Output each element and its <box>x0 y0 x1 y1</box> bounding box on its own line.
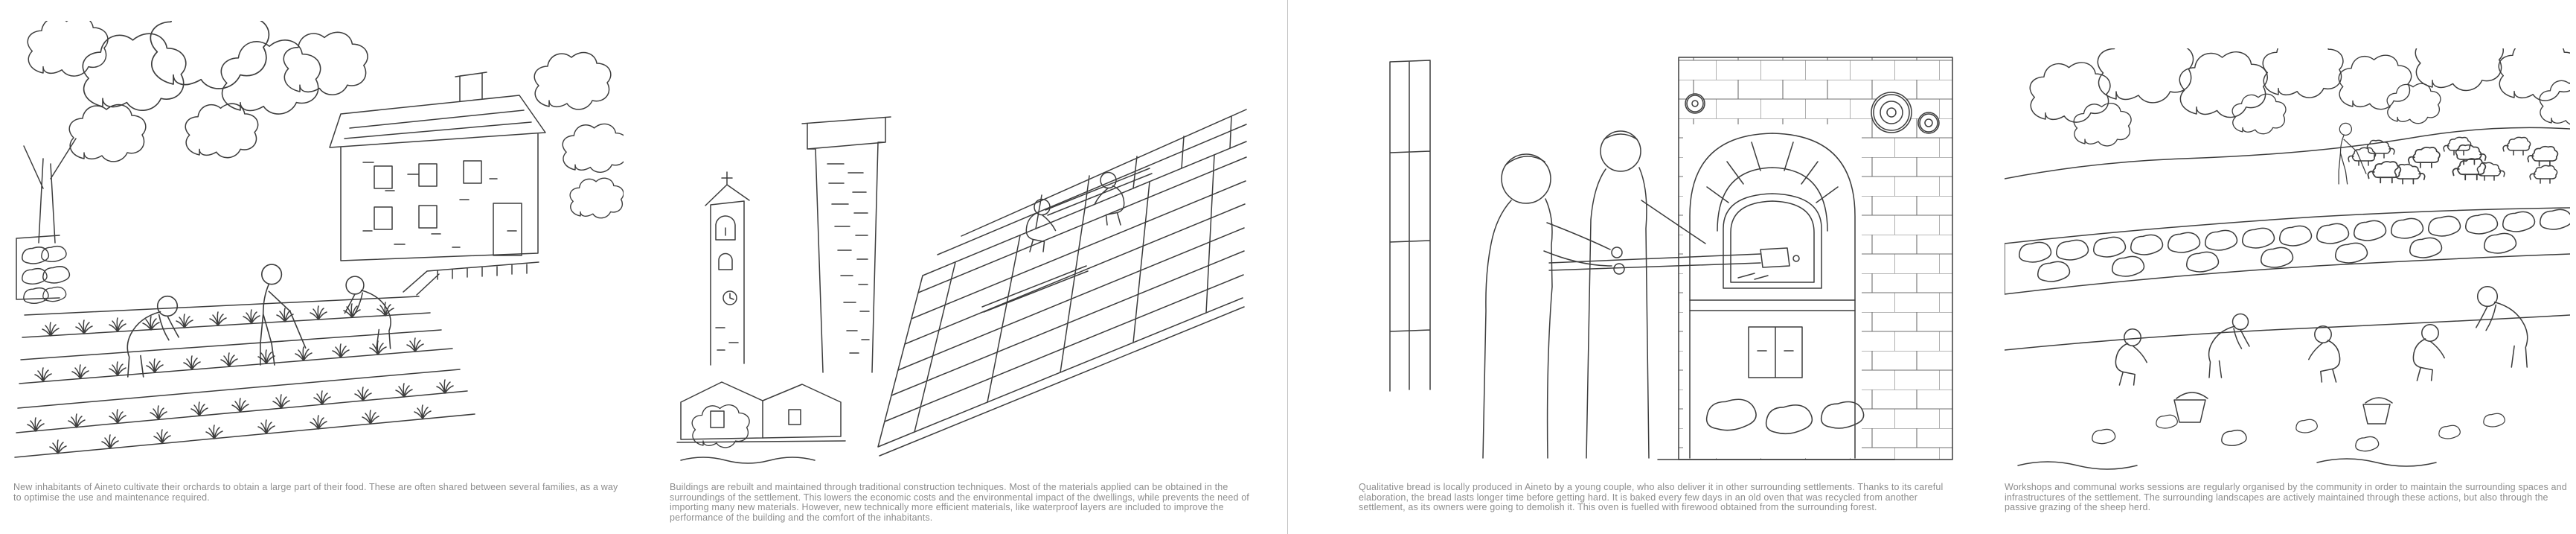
illustration-communal-works <box>2004 24 2576 470</box>
illustration-orchard-cultivation <box>14 0 629 458</box>
farmhouse <box>329 71 546 261</box>
caption-construction: Buildings are rebuilt and maintained thr… <box>670 482 1249 523</box>
roof-under-construction <box>877 109 1247 457</box>
page-divider <box>1287 0 1288 534</box>
bread-oven <box>1657 133 1895 460</box>
garden-rows <box>14 296 475 458</box>
ground <box>680 404 816 464</box>
caption-orchards: New inhabitants of Aineto cultivate thei… <box>13 482 618 503</box>
roof-planks <box>981 168 1153 313</box>
caption-communal: Workshops and communal works sessions ar… <box>2005 482 2567 512</box>
village-houses <box>676 381 846 443</box>
figure-shepherd <box>2338 122 2367 185</box>
figure-baker-behind <box>1586 130 1706 459</box>
figure-worker-5 <box>2475 285 2528 368</box>
oven-backdrop <box>1683 124 1862 458</box>
ground-lines <box>2017 458 2437 470</box>
foliage-group <box>23 0 629 244</box>
panel-construction <box>670 52 1250 473</box>
buckets <box>2173 392 2393 425</box>
stone-chimney <box>801 116 891 373</box>
caption-bread: Qualitative bread is locally produced in… <box>1359 482 1944 512</box>
terrace-railing <box>403 261 539 296</box>
figure-baker-front <box>1482 153 1625 459</box>
panel-communal <box>2004 24 2576 477</box>
hillside-treeline <box>2004 24 2576 179</box>
stone-wall <box>16 235 71 305</box>
panel-bread <box>1359 41 1954 477</box>
panel-orchards <box>13 0 629 474</box>
scattered-stones <box>2092 413 2505 452</box>
terrace-edge <box>2004 314 2571 351</box>
decorative-plates <box>1685 92 1940 134</box>
figure-worker-2 <box>2208 313 2250 378</box>
figure-worker-1 <box>2115 328 2147 386</box>
bell-tower <box>705 171 750 366</box>
illustration-roof-rebuilding <box>676 109 1247 464</box>
illustration-bread-oven <box>1389 57 1953 460</box>
figure-worker-3 <box>2308 325 2341 383</box>
sheep-flock <box>2348 136 2559 185</box>
figure-worker-4 <box>2412 323 2445 381</box>
bread-peel <box>1548 247 1790 271</box>
door-frame <box>1389 60 1431 392</box>
stone-wall <box>2004 207 2573 295</box>
